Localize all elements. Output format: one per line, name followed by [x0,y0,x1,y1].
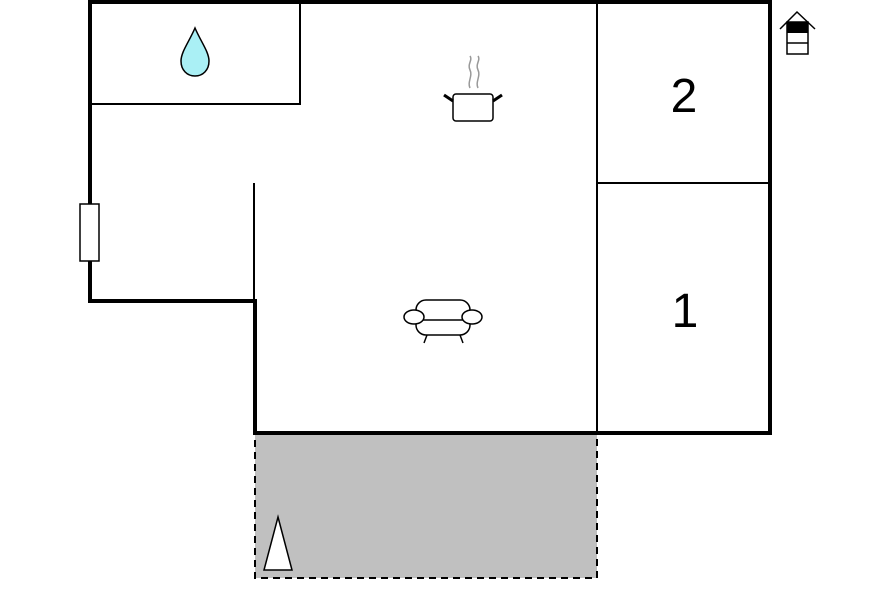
sofa-icon [403,299,483,344]
cooking-pot-icon [443,55,503,122]
tent-icon [263,514,293,571]
water-drop-icon [180,26,210,77]
bathroom-wall [90,2,301,105]
terrace-area [254,432,598,579]
door-icon [79,203,100,262]
house-floor-icon [779,10,816,55]
outer-wall [88,0,772,435]
bedroom-1-label: 1 [672,285,699,338]
bedroom-2-label: 2 [671,70,698,123]
